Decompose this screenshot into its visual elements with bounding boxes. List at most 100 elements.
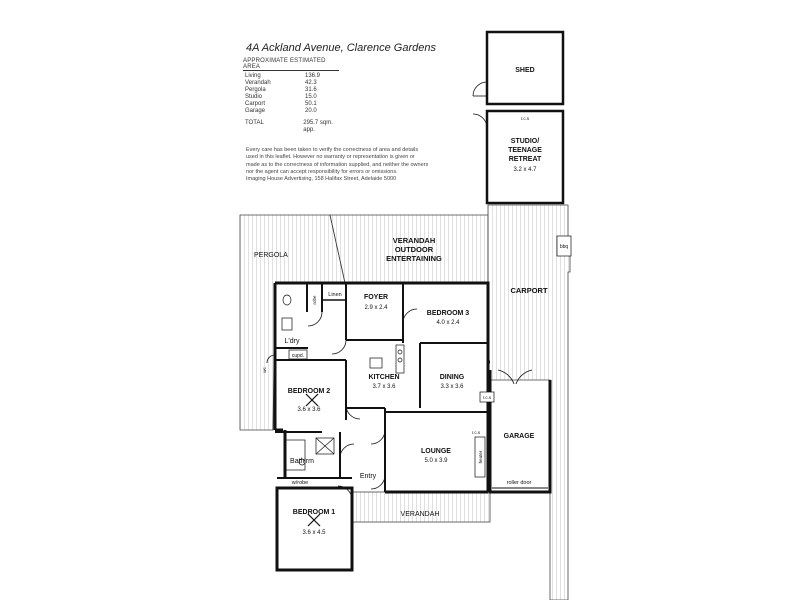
bed2-door-swing — [345, 404, 361, 420]
linen-label: Linen — [328, 292, 341, 298]
area-row: Pergola 31.6 — [245, 87, 345, 94]
entry-door-swing — [370, 474, 386, 490]
area-row: Carport 50.1 — [245, 101, 345, 108]
bedroom3-label: BEDROOM 3 — [427, 310, 470, 317]
bedroom1-label: BEDROOM 1 — [293, 509, 336, 516]
outdoor-areas — [239, 204, 571, 600]
area-row-label: Living — [245, 73, 261, 79]
fixtures — [281, 235, 572, 527]
ceiling-fan-icon — [307, 513, 321, 527]
shower-cross-icon — [315, 437, 335, 455]
wc-label: wc — [262, 367, 267, 373]
shed-label: SHED — [515, 67, 534, 74]
lounge-dimension: 5.0 x 3.9 — [424, 458, 448, 464]
lounge-door-swing — [370, 429, 386, 445]
shower-icon — [315, 437, 335, 455]
area-row-label: Studio — [245, 94, 263, 100]
cupboard-label: cupd. — [292, 353, 304, 359]
foyer-door-swing — [331, 339, 347, 355]
area-row-value: 50.1 — [305, 101, 317, 107]
laundry-door-swing — [307, 311, 323, 327]
total-label: TOTAL — [245, 120, 264, 126]
cupboard-box — [288, 349, 308, 360]
studio-label-3: RETREAT — [509, 156, 542, 163]
cooktop-icon — [397, 357, 403, 363]
area-row-label: Carport — [245, 101, 266, 107]
studio-label-1: STUDIO/ — [511, 138, 539, 145]
area-row: Living 136.9 — [245, 73, 345, 80]
basin-icon — [298, 458, 306, 466]
robe-label: robe — [312, 295, 317, 305]
area-total: TOTAL 295.7 sqm. app. — [245, 120, 345, 134]
bedroom2-dimension: 3.6 x 3.6 — [297, 407, 321, 413]
bed1-walls — [275, 486, 354, 572]
bathtub-icon — [284, 439, 306, 471]
roller-door-label: roller door — [507, 480, 532, 486]
area-row: Studio 15.0 — [245, 94, 345, 101]
toilet-icon — [282, 294, 292, 306]
shed-outline — [485, 30, 565, 106]
bed1-door-swing — [337, 485, 353, 501]
rcs-label: r.c.s — [483, 395, 492, 400]
dining-dimension: 3.3 x 3.6 — [440, 384, 464, 390]
door-swings — [266, 308, 533, 501]
verandah-south-label: VERANDAH — [401, 511, 440, 518]
kitchen-island-icon — [369, 357, 383, 369]
area-row-label: Garage — [245, 108, 266, 114]
area-row-value: 15.0 — [305, 94, 317, 100]
ceiling-fan-icon — [305, 393, 319, 407]
studio-door-swing — [472, 113, 488, 129]
disclaimer-line: nor the agent can accept responsibility … — [246, 168, 398, 175]
verandah-label-3: ENTERTAINING — [386, 254, 442, 263]
studio-label-2: TEENAGE — [508, 147, 542, 154]
foyer-label: FOYER — [364, 294, 388, 301]
bbq-icon — [556, 235, 572, 257]
bed3-door-swing — [402, 308, 418, 324]
bbq-label: bbq — [560, 244, 569, 250]
house-walls — [273, 281, 552, 572]
disclaimer: Every care has been taken to verify the … — [246, 147, 431, 183]
bedroom3-dimension: 4.0 x 2.4 — [436, 320, 460, 326]
garage-label: GARAGE — [504, 433, 535, 440]
verandah-label-1: VERANDAH — [393, 236, 436, 245]
pergola-label: PERGOLA — [254, 252, 288, 259]
garage-door-swing-left — [497, 369, 515, 385]
studio-outline — [485, 109, 565, 205]
pergola-area — [239, 214, 346, 431]
area-row-value: 31.6 — [305, 87, 317, 93]
disclaimer-line: Every care has been taken to verify the … — [246, 147, 419, 153]
kitchen-label: KITCHEN — [368, 374, 399, 381]
heater-icon — [474, 436, 486, 478]
area-row-value: 136.9 — [305, 73, 321, 79]
disclaimer-line: Imaging House Advertising, 158 Halifax S… — [246, 176, 397, 183]
bathroom-label: Bath'rm — [290, 458, 314, 465]
verandah-label-2: OUTDOOR — [395, 245, 434, 254]
area-row-label: Pergola — [245, 87, 266, 93]
bedroom2-label: BEDROOM 2 — [288, 388, 331, 395]
verandah-south-area — [351, 491, 491, 523]
area-row-value: 42.3 — [305, 80, 317, 86]
bath-door-swing — [339, 443, 355, 459]
area-row-value: 20.0 — [305, 108, 317, 114]
area-row: Garage 20.0 — [245, 108, 345, 115]
outbuildings: SHED r.c.s STUDIO/ TEENAGE RETREAT 3.2 x… — [472, 30, 565, 205]
kitchen-bench-icon — [395, 344, 405, 374]
lounge-rcs-label: r.c.s — [472, 430, 481, 435]
studio-dimension: 3.2 x 4.7 — [513, 167, 537, 173]
wrobe-label: w/robe — [291, 480, 309, 486]
total-value: 295.7 sqm. app. — [303, 120, 333, 133]
dining-label: DINING — [440, 374, 465, 381]
laundry-label: L'dry — [285, 338, 300, 345]
cooktop-icon — [397, 349, 403, 355]
room-labels: PERGOLA VERANDAH OUTDOOR ENTERTAINING CA… — [254, 236, 568, 536]
garage-door-swing-right — [515, 369, 533, 385]
garage-walls — [488, 370, 552, 494]
laundry-tub-icon — [281, 317, 293, 331]
heater-label: heater — [478, 450, 483, 463]
disclaimer-line: made as to the correctness of informatio… — [246, 161, 429, 168]
lounge-label: LOUNGE — [421, 448, 451, 455]
